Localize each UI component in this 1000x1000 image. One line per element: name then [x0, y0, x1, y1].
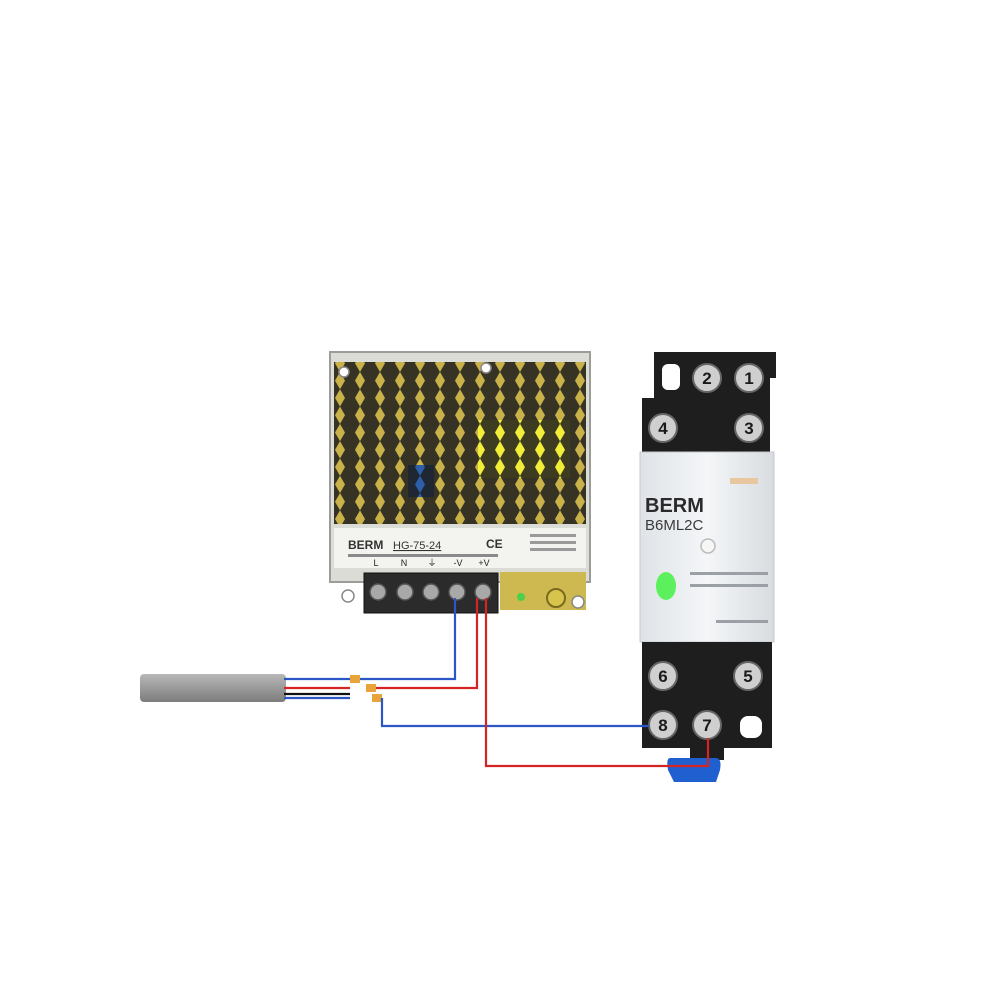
relay-terminal-label-5: 5	[743, 667, 752, 686]
relay-brand-label: BERM	[645, 495, 704, 517]
psu-spec-line-4	[530, 548, 576, 551]
relay-top-mount-hole	[662, 364, 680, 390]
psu-terminal-label-1: L	[373, 558, 378, 568]
relay-screw-4	[648, 413, 678, 443]
relay-terminal-label-2: 2	[702, 369, 711, 388]
psu-terminal-screws	[369, 583, 492, 601]
psu-spec-line-3	[530, 541, 576, 544]
ferrule-2	[366, 684, 376, 692]
psu-spec-line-1	[348, 554, 498, 557]
relay-screw-6	[648, 661, 678, 691]
relay-terminal-label-8: 8	[658, 716, 667, 735]
relay-print-line-3	[716, 620, 768, 623]
wire-red-to-relay-7	[484, 598, 710, 768]
relay-screw-5	[733, 661, 763, 691]
relay-terminal-label-1: 1	[744, 369, 753, 388]
relay-bottom-mount-hole	[740, 716, 762, 738]
psu-brand-label: BERM	[348, 538, 383, 552]
psu-screw-ground	[422, 583, 440, 601]
ferrule-3	[372, 694, 382, 702]
wire-red-to-psu-positive	[376, 598, 479, 690]
psu-mount-ear-right	[571, 595, 585, 609]
relay-model-label: B6ML2C	[645, 517, 704, 534]
psu-mount-ear-left	[341, 589, 355, 603]
relay-cover-print	[690, 572, 768, 623]
relay-test-button	[700, 538, 716, 554]
relay-screw-1	[734, 363, 764, 393]
psu-screw-negative	[448, 583, 466, 601]
relay-terminal-2: 2	[692, 363, 722, 393]
psu-spec-line-2	[530, 534, 576, 537]
cable-jacket	[140, 674, 286, 702]
psu-terminal-label-4: -V	[454, 558, 463, 568]
relay-terminal-8: 8	[648, 710, 678, 740]
psu-terminal-label-3: ⏚	[427, 558, 436, 568]
relay-status-led-icon	[656, 572, 676, 600]
psu-model-label: HG-75-24	[393, 540, 441, 552]
relay-terminal-label-6: 6	[658, 667, 667, 686]
relay-print-line-1	[690, 572, 768, 575]
relay-module: BERM B6ML2C 2 1 4	[639, 352, 776, 782]
psu-terminal-label-2: N	[401, 558, 408, 568]
psu-screw-hole-left	[338, 366, 350, 378]
psu-screw-hole-right	[480, 362, 492, 374]
relay-cover-top-tab	[730, 478, 758, 484]
relay-print-line-2	[690, 584, 768, 587]
relay-screw-2	[692, 363, 722, 393]
psu-terminal-legend: L N ⏚ -V +V	[373, 558, 489, 568]
ferrule-1	[350, 675, 360, 683]
relay-terminal-label-3: 3	[744, 419, 753, 438]
wire-blue-to-psu-negative	[360, 598, 457, 681]
wiring	[140, 598, 710, 768]
relay-terminal-3: 3	[734, 413, 764, 443]
psu-ce-mark: CE	[486, 537, 503, 551]
relay-terminal-1: 1	[734, 363, 764, 393]
wire-blue-to-relay-8	[380, 698, 649, 728]
power-supply: BERM HG-75-24 CE L N ⏚ -V +V	[329, 351, 591, 614]
relay-terminals: 2 1 4 3 6 5 8	[648, 363, 764, 740]
relay-terminal-5: 5	[733, 661, 763, 691]
relay-terminal-6: 6	[648, 661, 678, 691]
relay-screw-3	[734, 413, 764, 443]
psu-terminal-label-5: +V	[478, 558, 489, 568]
psu-screw-positive	[474, 583, 492, 601]
relay-terminal-4: 4	[648, 413, 678, 443]
psu-indicator-led	[517, 593, 525, 601]
psu-hex-mesh	[334, 362, 586, 524]
psu-screw-n	[396, 583, 414, 601]
relay-blue-clip	[667, 758, 721, 782]
relay-terminal-7: 7	[692, 710, 722, 740]
relay-terminal-label-7: 7	[702, 716, 711, 735]
psu-screw-l	[369, 583, 387, 601]
psu-adjust-pot	[546, 588, 566, 608]
relay-terminal-label-4: 4	[658, 419, 668, 438]
